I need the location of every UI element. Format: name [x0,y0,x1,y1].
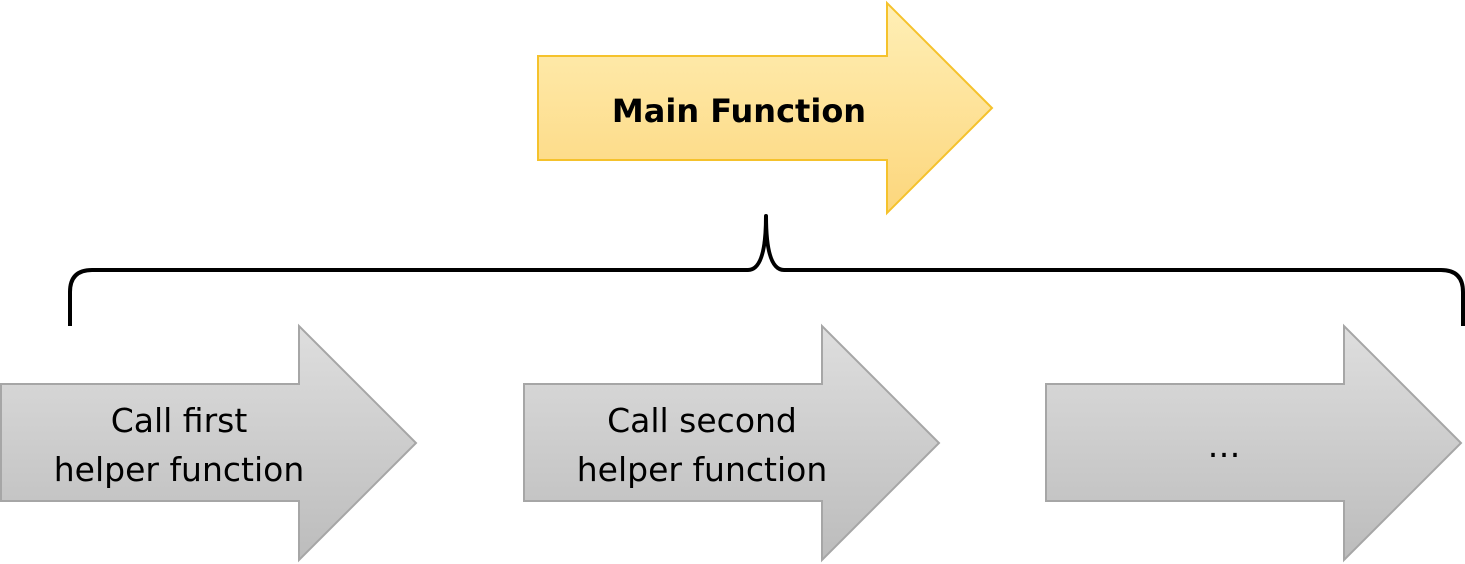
helper-arrow-2-shape [523,323,941,563]
grouping-brace [68,214,1465,326]
helper-arrow-3: … [1045,323,1463,563]
main-function-arrow: Main Function [537,0,994,216]
helper-arrow-3-shape [1045,323,1463,563]
helper-arrow-2: Call second helper function [523,323,941,563]
helper-arrow-1-shape [0,323,418,563]
main-function-arrow-shape [537,0,994,216]
helper-arrow-1-label-line1: Call first [111,401,248,440]
helper-arrow-3-label: … [1208,426,1241,465]
helper-arrow-2-label-line1: Call second [607,401,797,440]
helper-arrow-1-label-line2: helper function [54,450,305,489]
helper-arrow-2-label-line2: helper function [577,450,828,489]
main-function-label: Main Function [612,92,866,130]
helper-arrow-1: Call first helper function [0,323,418,563]
